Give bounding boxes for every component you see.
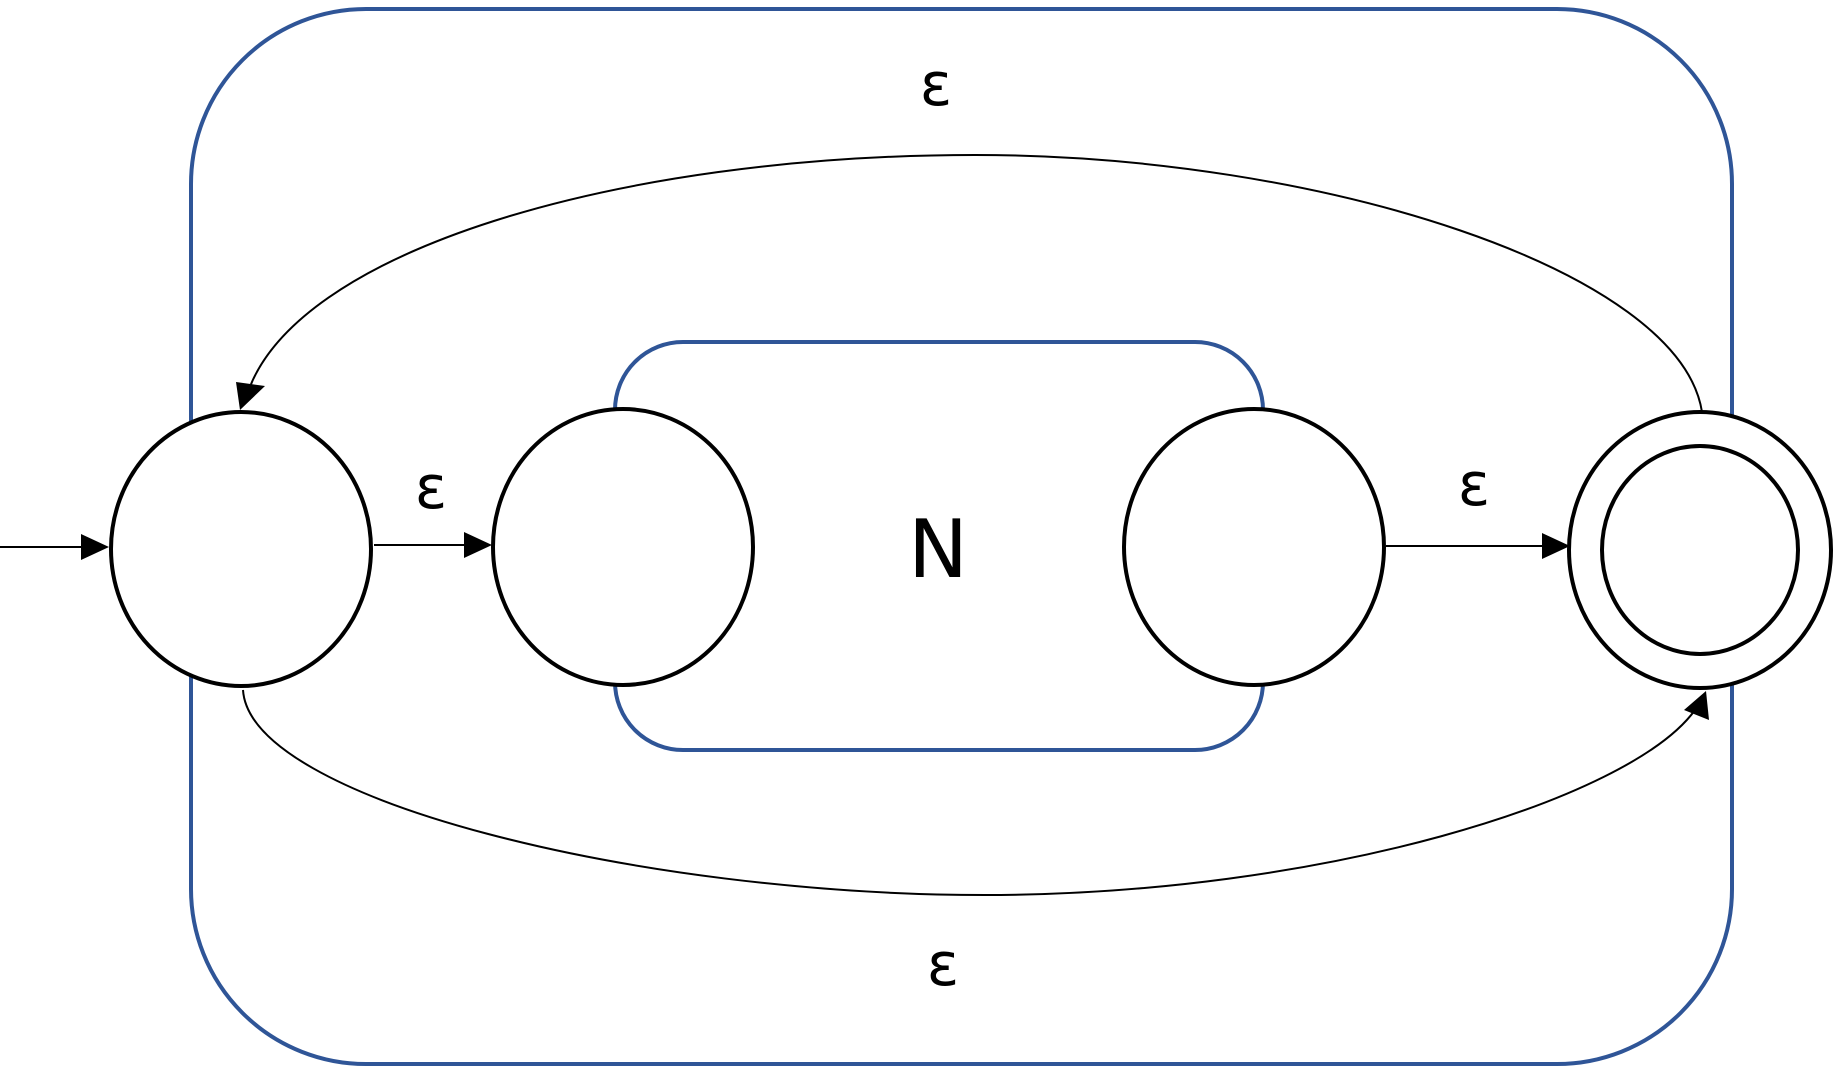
bottom-epsilon-skip-edge [242,689,1696,897]
n-to-final-epsilon-label: ε [1458,450,1490,520]
start-arrowhead [81,534,109,560]
final-state-inner-ring [1600,444,1800,656]
n-start-state [491,407,755,687]
start-state [109,410,373,688]
bottom-skip-arrowhead [1684,691,1709,720]
top-loop-arrowhead [236,382,265,410]
start-to-n-arrowhead [464,532,492,558]
n-to-final-arrowhead [1542,533,1570,559]
n-accept-state [1122,407,1386,687]
start-to-n-epsilon-label: ε [415,453,447,523]
inner-automaton-label: N [908,503,968,596]
top-epsilon-loop-edge [245,153,1703,413]
bottom-skip-epsilon-label: ε [927,930,959,1000]
final-state-outer-ring [1567,410,1833,690]
top-loop-epsilon-label: ε [920,50,952,120]
